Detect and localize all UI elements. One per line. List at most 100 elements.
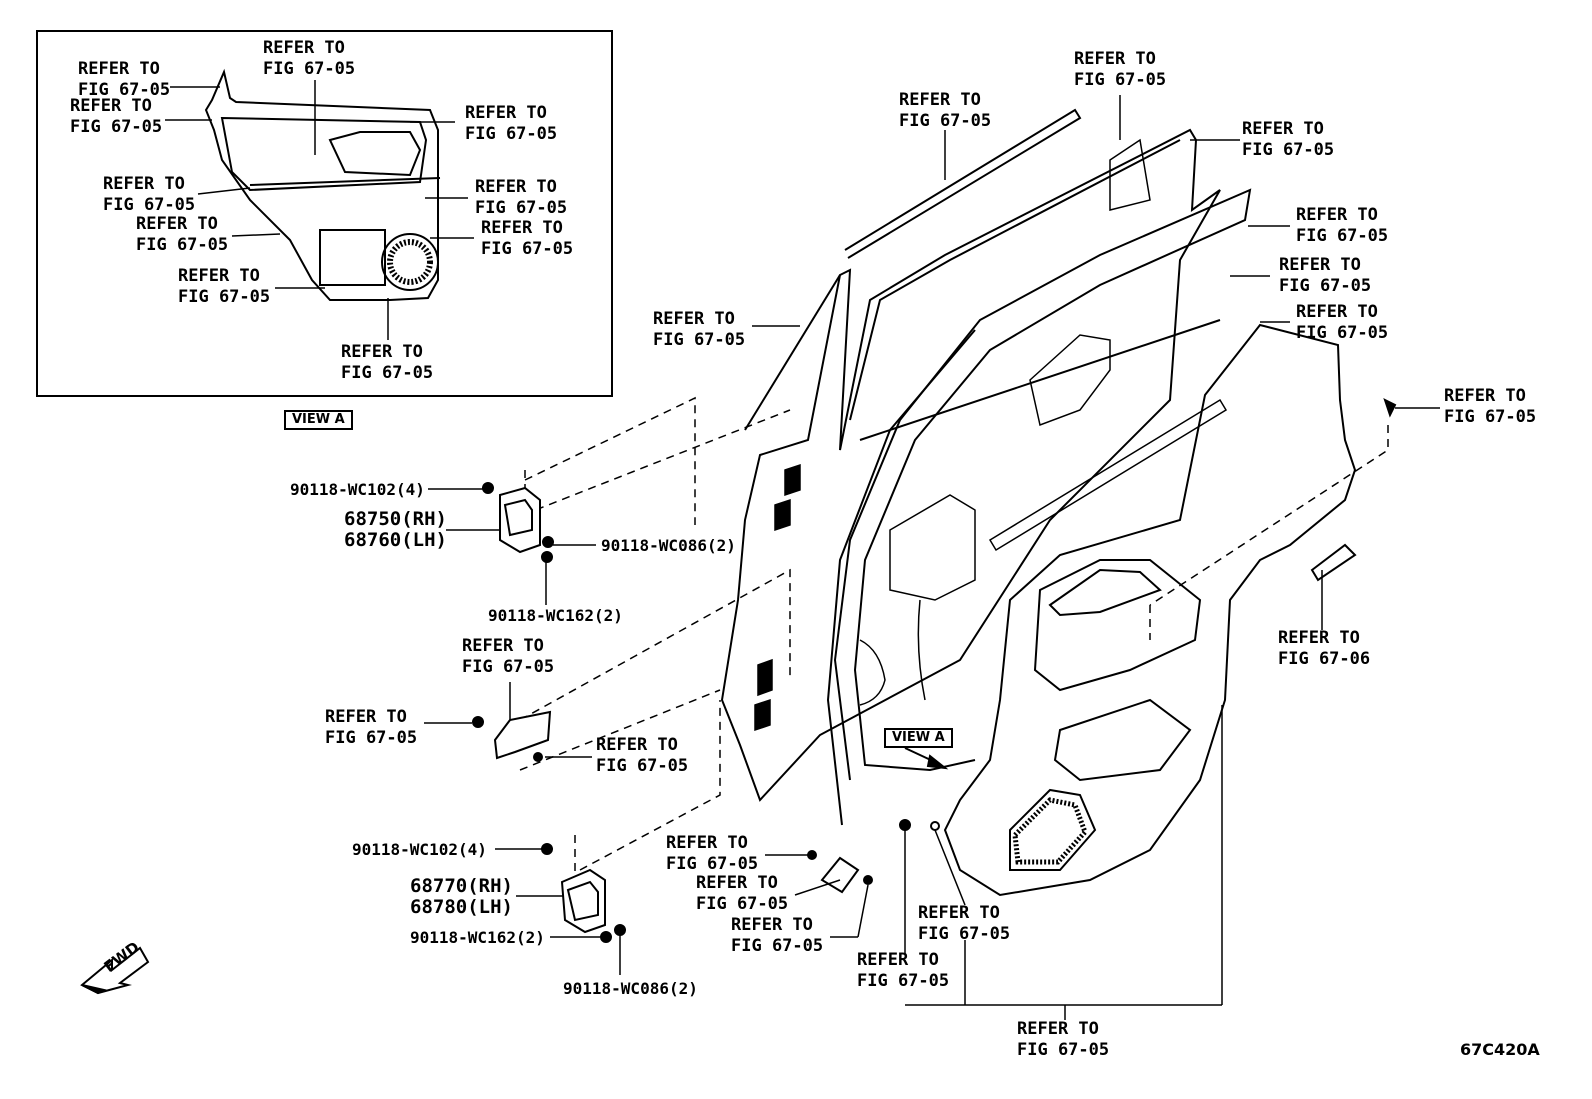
refer-line2: FIG 67-05 (1074, 70, 1167, 90)
refer-label-inset-5[interactable]: REFER TO FIG 67-05 (103, 174, 195, 216)
refer-line1: REFER TO (481, 218, 563, 238)
refer-line1: REFER TO (696, 873, 778, 893)
part-68750-rh[interactable]: 68750(RH) (344, 508, 447, 530)
refer-label-bottom[interactable]: REFER TO FIG 67-05 (1017, 1019, 1109, 1061)
refer-label-weatherstrip[interactable]: REFER TO FIG 67-05 (1296, 205, 1388, 247)
refer-line1: REFER TO (103, 174, 185, 194)
refer-line1: REFER TO (1074, 49, 1156, 69)
refer-label-bracket[interactable]: REFER TO FIG 67-05 (1074, 49, 1166, 91)
refer-line1: REFER TO (78, 59, 160, 79)
refer-label-check-right[interactable]: REFER TO FIG 67-05 (596, 735, 688, 777)
refer-label-bracket-1[interactable]: REFER TO FIG 67-05 (666, 833, 758, 875)
part-90118-wc086-lower[interactable]: 90118-WC086(2) (563, 979, 698, 998)
refer-line1: REFER TO (1279, 255, 1361, 275)
inset-leaders (165, 80, 474, 340)
refer-line2: FIG 67-05 (1279, 276, 1372, 296)
refer-line2: FIG 67-05 (341, 363, 434, 383)
refer-line2: FIG 67-05 (918, 924, 1011, 944)
part-68770-rh[interactable]: 68770(RH) (410, 875, 513, 897)
refer-line1: REFER TO (653, 309, 735, 329)
refer-line2: FIG 67-05 (325, 728, 418, 748)
refer-line2: FIG 67-05 (136, 235, 229, 255)
inset-frame (36, 30, 613, 397)
diagram-code: 67C420A (1460, 1040, 1540, 1059)
refer-line1: REFER TO (1242, 119, 1324, 139)
refer-label-clip[interactable]: REFER TO FIG 67-05 (1444, 386, 1536, 428)
refer-label-inset-9[interactable]: REFER TO FIG 67-05 (178, 266, 270, 308)
refer-line2: FIG 67-05 (1017, 1040, 1110, 1060)
refer-label-belt-molding[interactable]: REFER TO FIG 67-05 (1279, 255, 1371, 297)
refer-label-inset-4[interactable]: REFER TO FIG 67-05 (465, 103, 557, 145)
view-a-arrow (904, 747, 949, 770)
refer-label-bracket-3[interactable]: REFER TO FIG 67-05 (731, 915, 823, 957)
part-68760-lh[interactable]: 68760(LH) (344, 529, 447, 551)
refer-label-inset-3[interactable]: REFER TO FIG 67-05 (263, 38, 355, 80)
part-90118-wc162-upper[interactable]: 90118-WC162(2) (488, 606, 623, 625)
refer-line1: REFER TO (462, 636, 544, 656)
refer-line1: REFER TO (731, 915, 813, 935)
refer-label-inset-1[interactable]: REFER TO FIG 67-05 (78, 59, 170, 101)
small-brackets (807, 398, 1397, 894)
refer-label-inset-7[interactable]: REFER TO FIG 67-05 (136, 214, 228, 256)
refer-label-door-frame[interactable]: REFER TO FIG 67-05 (653, 309, 745, 351)
refer-line1: REFER TO (178, 266, 260, 286)
refer-label-check-upper[interactable]: REFER TO FIG 67-05 (462, 636, 554, 678)
door-trim-panel (943, 323, 1357, 897)
view-a-label-main: VIEW A (884, 728, 953, 748)
refer-label-fig-67-06[interactable]: REFER TO FIG 67-06 (1278, 628, 1370, 670)
refer-line2: FIG 67-05 (481, 239, 574, 259)
refer-label-inset-10[interactable]: REFER TO FIG 67-05 (341, 342, 433, 384)
main-leaders (424, 95, 1440, 1020)
part-90118-wc102-lower[interactable]: 90118-WC102(4) (352, 840, 487, 859)
view-a-label: VIEW A (284, 410, 353, 430)
dashed-lines (509, 396, 1389, 880)
refer-label-clip-2[interactable]: REFER TO FIG 67-05 (918, 903, 1010, 945)
upper-hinge (482, 482, 554, 563)
refer-line2: FIG 67-05 (465, 124, 558, 144)
refer-line1: REFER TO (465, 103, 547, 123)
refer-line2: FIG 67-06 (1278, 649, 1371, 669)
refer-line1: REFER TO (475, 177, 557, 197)
part-90118-wc102-upper[interactable]: 90118-WC102(4) (290, 480, 425, 499)
refer-line1: REFER TO (918, 903, 1000, 923)
refer-line1: REFER TO (1296, 302, 1378, 322)
weatherstrip (826, 188, 1252, 826)
door-inner-panel (754, 334, 1228, 732)
refer-line2: FIG 67-05 (263, 59, 356, 79)
refer-line1: REFER TO (263, 38, 345, 58)
refer-line1: REFER TO (899, 90, 981, 110)
refer-label-door-panel[interactable]: REFER TO FIG 67-05 (1242, 119, 1334, 161)
refer-line1: REFER TO (1444, 386, 1526, 406)
refer-label-inset-8[interactable]: REFER TO FIG 67-05 (481, 218, 573, 260)
refer-line2: FIG 67-05 (1296, 226, 1389, 246)
refer-label-glass-run[interactable]: REFER TO FIG 67-05 (899, 90, 991, 132)
refer-line2: FIG 67-05 (462, 657, 555, 677)
refer-label-trim-panel[interactable]: REFER TO FIG 67-05 (1296, 302, 1388, 344)
part-90118-wc086-upper[interactable]: 90118-WC086(2) (601, 536, 736, 555)
refer-line2: FIG 67-05 (666, 854, 759, 874)
refer-line2: FIG 67-05 (178, 287, 271, 307)
refer-label-inset-6[interactable]: REFER TO FIG 67-05 (475, 177, 567, 219)
refer-label-clip-3[interactable]: REFER TO FIG 67-05 (857, 950, 949, 992)
part-68780-lh[interactable]: 68780(LH) (410, 896, 513, 918)
door-shell (720, 108, 1221, 802)
refer-line2: FIG 67-05 (103, 195, 196, 215)
refer-line2: FIG 67-05 (653, 330, 746, 350)
refer-line2: FIG 67-05 (731, 936, 824, 956)
refer-line2: FIG 67-05 (70, 117, 163, 137)
refer-line1: REFER TO (136, 214, 218, 234)
refer-line2: FIG 67-05 (78, 80, 171, 100)
refer-line2: FIG 67-05 (696, 894, 789, 914)
refer-line1: REFER TO (325, 707, 407, 727)
refer-line1: REFER TO (857, 950, 939, 970)
part-90118-wc162-lower[interactable]: 90118-WC162(2) (410, 928, 545, 947)
refer-line1: REFER TO (1296, 205, 1378, 225)
refer-line2: FIG 67-05 (1242, 140, 1335, 160)
refer-label-bracket-2[interactable]: REFER TO FIG 67-05 (696, 873, 788, 915)
refer-label-inset-2[interactable]: REFER TO FIG 67-05 (70, 96, 162, 138)
refer-label-check-left[interactable]: REFER TO FIG 67-05 (325, 707, 417, 749)
refer-line2: FIG 67-05 (475, 198, 568, 218)
refer-line1: REFER TO (70, 96, 152, 116)
